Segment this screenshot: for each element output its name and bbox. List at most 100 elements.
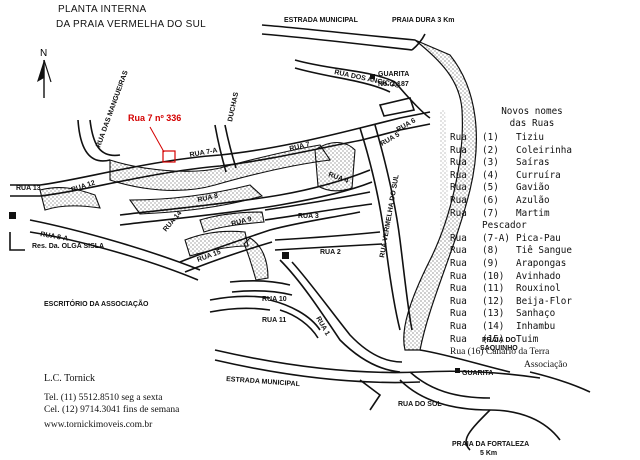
street-name: Curruíra <box>516 169 561 181</box>
street-num: (15) <box>482 333 505 345</box>
street-prefix: Rua <box>450 132 467 143</box>
street-num: (7-A) <box>482 232 510 244</box>
street-prefix: Rua <box>450 320 467 332</box>
street-name: Rouxinol <box>516 283 561 295</box>
street-name: Arapongas <box>516 257 567 269</box>
street-prefix: Rua <box>450 144 467 156</box>
label-praia-saquinho-2: SAQUINHO <box>480 345 518 352</box>
label-rua11: RUA 11 <box>262 317 286 324</box>
label-guarita-bottom: GUARITA <box>462 370 493 377</box>
street-prefix: Rua <box>450 270 467 282</box>
north-arrow-icon: N <box>37 48 52 98</box>
street-row: Rua(4)Curruíra <box>450 170 640 183</box>
street-prefix: Rua <box>450 182 467 194</box>
street-num: (3) <box>482 157 499 169</box>
label-rua10: RUA 10 <box>262 296 287 303</box>
map-title-line1: PLANTA INTERNA <box>58 4 147 15</box>
contact-cel: Cel. (12) 9714.3041 fins de semana <box>44 405 180 415</box>
street-prefix: Rua <box>450 245 467 257</box>
highlight-pointer <box>149 126 165 153</box>
beach-area <box>403 39 477 351</box>
street-num: (7) <box>482 207 499 219</box>
label-res-olga: Res. Da. OLGA SISLA <box>32 243 104 250</box>
street-row: Rua(6)Azulão <box>450 195 640 208</box>
guarita-marker-top <box>370 74 375 79</box>
street-num: (11) <box>482 283 505 295</box>
street-num: (2) <box>482 144 499 156</box>
street-name: Pescador <box>482 220 527 232</box>
street-row: Rua(5)Gavião <box>450 182 640 195</box>
street-prefix: Rua <box>450 232 467 244</box>
label-rua6: RUA 6 <box>396 117 418 133</box>
label-rua7: RUA 7 <box>289 141 311 153</box>
street-row: Rua (12) Beija-Flor <box>450 296 640 309</box>
street-prefix: Rua <box>450 333 467 345</box>
street-row: Pescador <box>450 220 640 233</box>
street-row: Rua (14) Inhambu <box>450 321 640 334</box>
street-num: (12) <box>482 295 505 307</box>
street-row: Rua(11)Rouxinol <box>450 283 640 296</box>
label-no-2187: No. 2.187 <box>378 81 409 88</box>
street-row: Rua (2) Coleirinha <box>450 145 640 158</box>
street-row: Rua(7-A)Pica-Pau <box>450 233 640 246</box>
label-rua8: RUA 8 <box>197 193 219 204</box>
street-row: Rua(13)Sanhaço <box>450 308 640 321</box>
north-label: N <box>40 48 47 59</box>
label-fortaleza-dist: 5 Km <box>480 450 497 457</box>
street-name: Azulão <box>516 194 550 206</box>
street-num: (10) <box>482 270 505 282</box>
street-note-line1: Rua (16) Canario da Terra <box>450 347 550 358</box>
street-name: Tiziu <box>516 132 544 143</box>
street-name: Sanhaço <box>516 308 556 320</box>
street-name: Martim <box>516 207 550 219</box>
label-mangueiras: RUA DAS MANGUEIRAS <box>95 69 130 148</box>
street-prefix: Rua <box>450 257 467 269</box>
label-praia-dura: PRAIA DURA 3 Km <box>392 17 455 24</box>
street-num: (9) <box>482 257 499 269</box>
street-num: (13) <box>482 308 505 320</box>
residence-marker <box>9 212 16 219</box>
street-num: (14) <box>482 320 505 332</box>
label-rua8a: RUA 8-A <box>40 231 69 243</box>
label-praia-saquinho-1: PRAIA DO <box>482 337 517 344</box>
street-list: Rua (1) Tiziu Rua (2) Coleirinha Rua (3) Saíra… <box>450 132 640 371</box>
road-network <box>9 24 591 451</box>
street-num: (8) <box>482 245 499 257</box>
street-prefix: Rua <box>450 295 467 307</box>
street-name: Inhambu <box>516 320 556 332</box>
street-name: Tiê Sangue <box>516 245 572 257</box>
office-marker <box>282 252 289 259</box>
label-rua2: RUA 2 <box>320 249 341 256</box>
street-prefix: Rua <box>450 157 467 169</box>
label-estrada-top: ESTRADA MUNICIPAL <box>284 17 359 24</box>
street-row: Rua (9) Arapongas <box>450 258 640 271</box>
label-rua7a: RUA 7-A <box>189 147 218 159</box>
street-name: Beija-Flor <box>516 295 572 307</box>
label-praia-fortaleza: PRAIA DA FORTALEZA <box>452 441 529 448</box>
contact-name: L.C. Tornick <box>44 373 96 384</box>
street-prefix: Rua <box>450 207 467 219</box>
street-name: Gavião <box>516 182 550 194</box>
contact-web[interactable]: www.tornickimoveis.com.br <box>44 419 153 430</box>
street-row: Rua (1) Tiziu <box>450 132 640 145</box>
street-row: Rua (10) Avinhado <box>450 271 640 284</box>
beach-dots-east <box>440 110 450 240</box>
street-name: Avinhado <box>516 270 561 282</box>
label-rua14: RUA 14 <box>162 210 183 233</box>
highlighted-lot <box>162 150 176 163</box>
map-title-line2: DA PRAIA VERMELHA DO SUL <box>56 19 206 30</box>
street-row: Rua (3) Saíras <box>450 157 640 170</box>
green-area-rua9 <box>199 211 265 233</box>
label-rua13: RUA 13 <box>16 185 41 192</box>
label-duchas: DUCHAS <box>227 91 240 122</box>
street-name: Coleirinha <box>516 144 572 156</box>
street-row: Rua (7) Martim <box>450 208 640 221</box>
street-note-line2: Associação <box>524 359 568 370</box>
label-rua-do-sol: RUA DO SOL <box>398 401 442 408</box>
street-name: Saíras <box>516 157 550 169</box>
street-row: Rua (8) Tiê Sangue <box>450 245 640 258</box>
street-num: (1) <box>482 132 499 143</box>
green-area-rua8 <box>128 184 264 215</box>
label-rua3: RUA 3 <box>298 213 319 220</box>
guarita-marker-bottom <box>455 368 460 373</box>
